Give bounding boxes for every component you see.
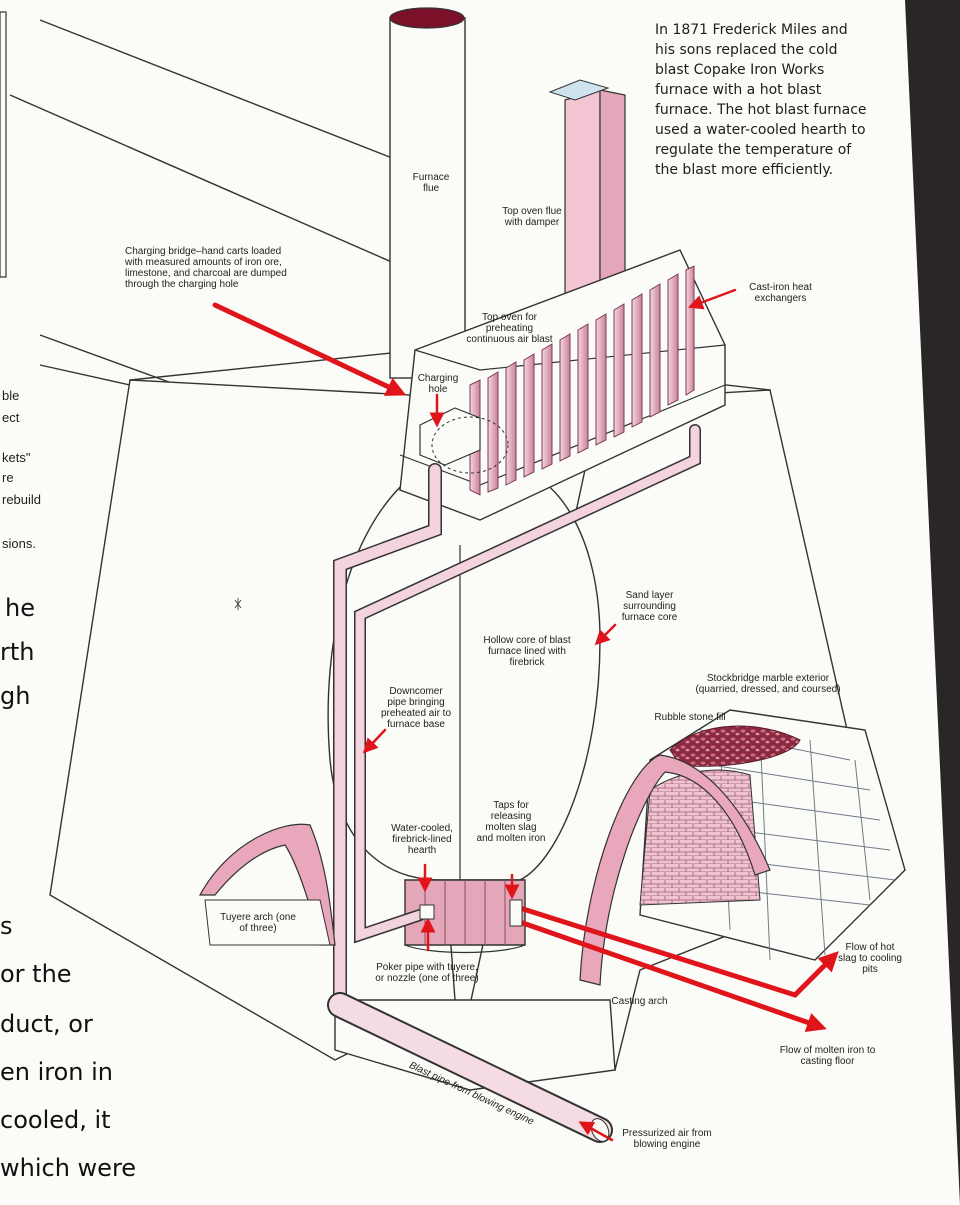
label-flow-molten-iron: Flow of molten iron to casting floor [779,1045,876,1067]
arrow-downcomer [362,728,387,754]
label-charging-bridge: Charging bridge–hand carts loaded with m… [125,246,287,290]
label-pressurized-air: Pressurized air from blowing engine [622,1128,712,1150]
label-top-oven: Top oven for preheating continuous air b… [466,312,553,345]
label-heat-exchangers: Cast-iron heat exchangers [749,282,812,304]
arrow-sand-layer [594,623,617,646]
casting-arch [579,754,771,986]
left-fragment-small-2: ect [2,410,20,425]
left-fragment-big-3: gh [0,682,31,710]
left-fragment-big-6: duct, or [0,1010,93,1038]
label-tuyere-arch: Tuyere arch (one of three) [220,912,296,934]
tuyere-nozzle [419,904,435,920]
label-downcomer: Downcomer pipe bringing preheated air to… [380,686,452,730]
label-top-oven-flue: Top oven flue with damper [502,206,562,228]
arrow-pressurized-air [578,1121,614,1142]
label-rubble-stone-fill: Rubble stone fill [654,712,726,723]
insect-mark [234,598,242,610]
left-fragment-big-9: which were [0,1154,137,1182]
blast-pipe [327,992,613,1143]
label-flow-hot-slag: Flow of hot slag to cooling pits [838,942,902,975]
arrow-heat-exchangers [687,288,737,310]
left-fragment-big-7: en iron in [0,1058,114,1086]
marble-exterior [639,709,906,961]
label-sand-layer: Sand layer surrounding furnace core [621,590,678,623]
left-fragment-big-5: or the [0,960,72,988]
rubble-fill [669,725,801,767]
left-fragment-small-5: rebuild [2,492,42,507]
tap-outlet [509,899,523,927]
arrow-flow-hot-slag [517,905,798,998]
sign-left-inset [0,11,7,278]
left-fragment-big-1: he [5,594,35,622]
label-casting-arch: Casting arch [611,996,668,1007]
left-fragment-small-1: ble [2,388,20,403]
furnace-core [327,469,601,881]
arrow-flow-molten-iron [517,919,827,1032]
label-charging-hole: Charging hole [417,373,459,395]
left-fragment-small-4: re [2,470,14,485]
arrow-charging-bridge [212,302,407,396]
label-taps: Taps for releasing molten slag and molte… [476,800,546,844]
intro-paragraph: In 1871 Frederick Miles and his sons rep… [655,22,867,178]
callout-arrows [212,288,839,1142]
left-fragment-big-4: s [0,912,13,940]
label-stockbridge-marble: Stockbridge marble exterior (quarried, d… [695,673,841,695]
top-oven-flue [548,79,626,301]
label-poker-pipe: Poker pipe with tuyere, or nozzle (one o… [375,962,479,984]
left-fragment-small-6: sions. [2,536,36,551]
label-furnace-flue: Furnace flue [412,172,450,194]
tuyere-arch [198,823,336,946]
label-hollow-core: Hollow core of blast furnace lined with … [483,635,571,668]
left-fragment-small-3: kets" [2,450,31,465]
left-fragment-big-2: rth [0,638,35,666]
label-water-cooled-hearth: Water-cooled, firebrick-lined hearth [391,823,453,856]
left-fragment-big-8: cooled, it [0,1106,111,1134]
